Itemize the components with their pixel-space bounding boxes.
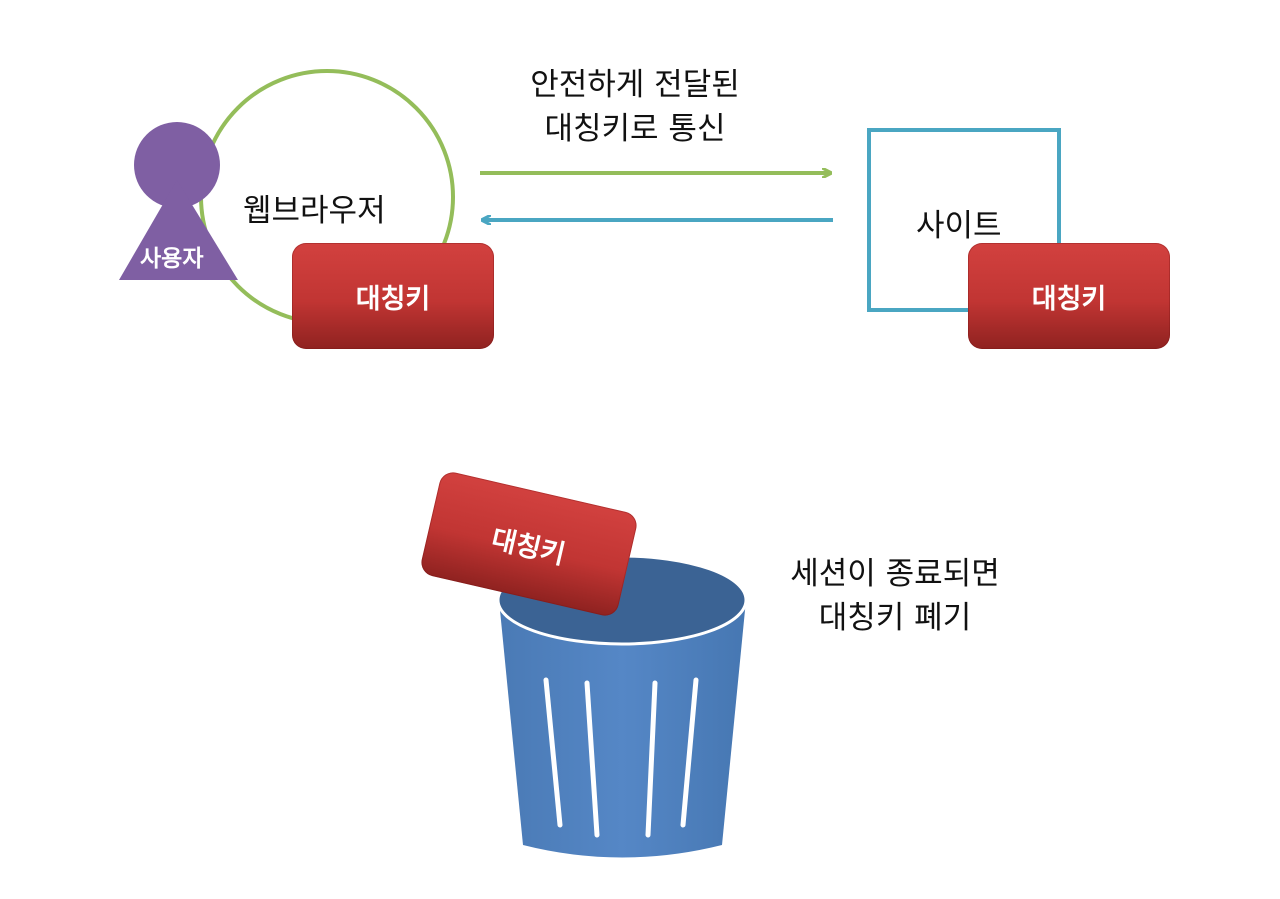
communication-label: 안전하게 전달된 대칭키로 통신 (490, 63, 780, 151)
user-icon (119, 122, 238, 280)
discard-label-line2: 대칭키 폐기 (818, 600, 972, 636)
trash-can-icon (496, 554, 748, 858)
site-box (867, 128, 1061, 312)
browser-key-card: 대칭키 (292, 243, 494, 349)
user-label: 사용자 (140, 246, 204, 272)
communication-label-line2: 대칭키로 통신 (544, 111, 726, 147)
communication-label-line1: 안전하게 전달된 (530, 67, 740, 103)
site-key-card: 대칭키 (968, 243, 1170, 349)
site-label: 사이트 (916, 208, 1002, 244)
discard-label: 세션이 종료되면 대칭키 폐기 (760, 552, 1030, 640)
discard-label-line1: 세션이 종료되면 (790, 556, 1000, 592)
browser-label: 웹브라우저 (243, 193, 386, 229)
